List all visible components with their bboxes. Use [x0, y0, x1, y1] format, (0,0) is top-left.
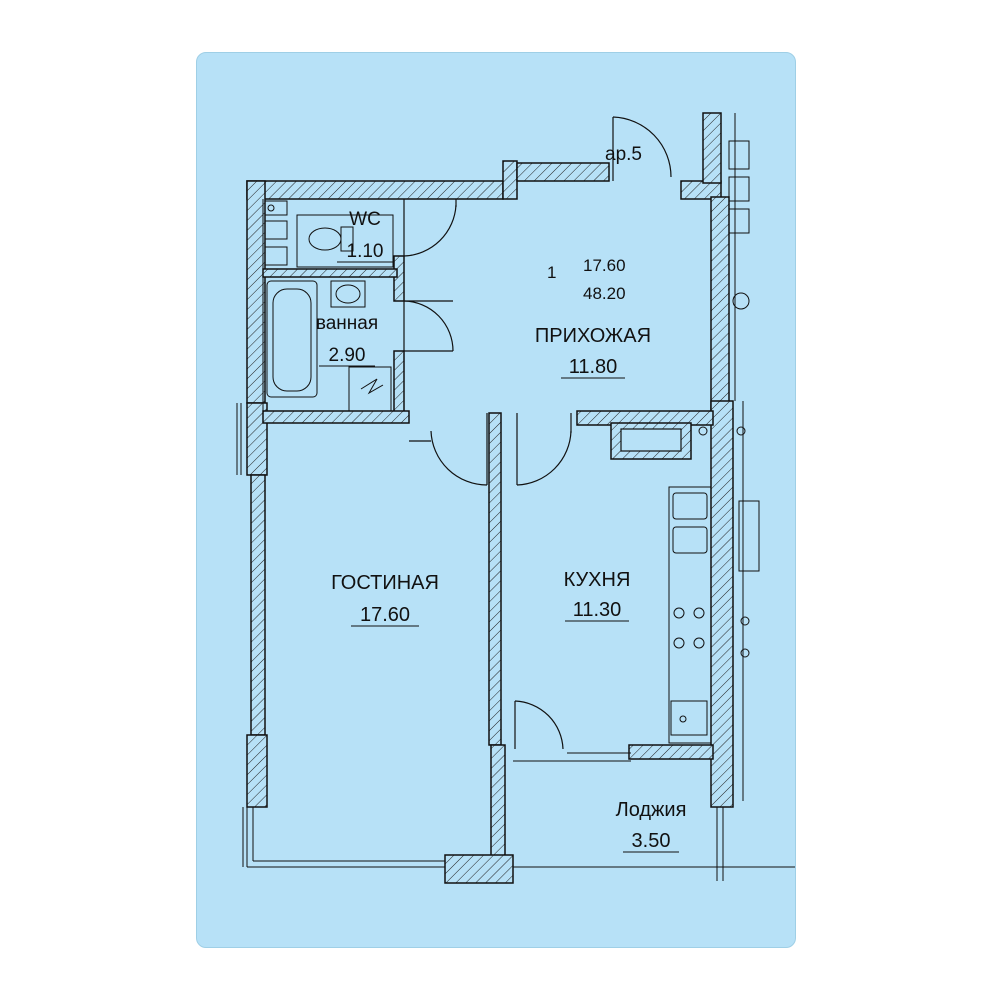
wall-top-step — [502, 160, 518, 200]
wall-right — [710, 196, 730, 418]
windows — [236, 113, 795, 881]
kitchen-counter — [668, 486, 712, 744]
sink-icon — [335, 284, 361, 304]
floor-plan-card: ар.5 1 17.60 48.20 WC 1.10 ванная 2.90 П… — [196, 52, 796, 948]
doors — [403, 116, 672, 750]
entrance-label: ар.5 — [605, 144, 642, 165]
wall-wc-hall — [393, 255, 405, 302]
room-area-hall: 11.80 — [569, 356, 618, 378]
wall-left-middle — [250, 474, 266, 736]
door-kitchen-swing — [516, 430, 572, 486]
room-area-living: 17.60 — [360, 604, 410, 626]
room-area-loggia: 3.50 — [632, 830, 671, 852]
wall-stair — [702, 112, 722, 184]
wall-top-right — [680, 180, 722, 200]
wall-top-middle — [516, 162, 610, 182]
vent-shaft — [620, 428, 682, 452]
stove-burner-icon — [673, 607, 685, 619]
fixtures — [264, 140, 760, 744]
wall-bath-hall — [393, 350, 405, 414]
room-area-wc: 1.10 — [347, 241, 384, 262]
kitchen-sink-icon — [672, 492, 708, 520]
door-living-swing — [430, 430, 488, 486]
room-name-wc: WC — [349, 209, 381, 230]
room-name-living: ГОСТИНАЯ — [331, 572, 439, 594]
door-loggia-swing — [514, 700, 564, 750]
wall-top-left — [246, 180, 504, 200]
bathtub-icon — [266, 280, 318, 398]
apartment-living-area: 17.60 — [583, 256, 626, 275]
wall-left-lower-column — [246, 734, 268, 808]
floor-plan: ар.5 1 17.60 48.20 WC 1.10 ванная 2.90 П… — [236, 112, 795, 884]
room-area-bath: 2.90 — [329, 345, 366, 366]
wall-living-top — [262, 410, 410, 424]
door-bath-swing — [403, 300, 454, 352]
wc-area — [296, 214, 394, 268]
wall-living-kitchen — [488, 412, 502, 746]
room-name-loggia: Лоджия — [616, 799, 687, 821]
walls — [246, 112, 734, 884]
apartment-number: 1 — [547, 263, 556, 282]
apartment-total-area: 48.20 — [583, 284, 626, 303]
labels: ар.5 1 17.60 48.20 WC 1.10 ванная 2.90 П… — [316, 144, 687, 853]
wall-living-bottom-column — [444, 854, 514, 884]
wall-left-upper — [246, 180, 266, 404]
room-name-bath: ванная — [316, 313, 378, 334]
room-name-kitchen: КУХНЯ — [564, 569, 631, 591]
wall-kitchen-bottom — [628, 744, 714, 760]
fridge-icon — [670, 700, 708, 736]
door-entrance-swing — [612, 116, 672, 178]
room-name-hall: ПРИХОЖАЯ — [535, 325, 651, 347]
room-area-kitchen: 11.30 — [573, 599, 622, 621]
wall-right-lower — [710, 400, 734, 808]
door-wc-swing — [403, 204, 457, 257]
wall-wc-bath — [262, 268, 398, 278]
shower-icon — [348, 366, 392, 412]
toilet-icon — [308, 227, 342, 251]
wall-living-loggia — [490, 744, 506, 866]
